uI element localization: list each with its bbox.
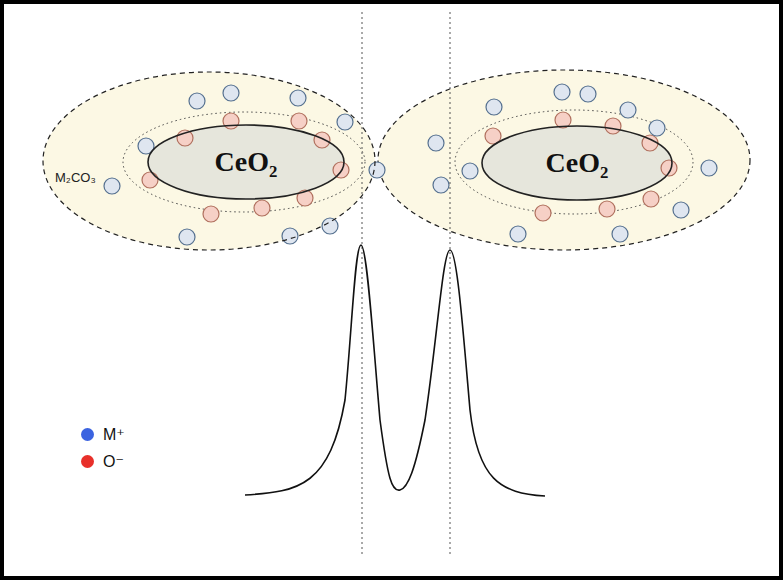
ceria-particle: CeO₂ xyxy=(148,125,344,199)
carbonate-shell xyxy=(43,72,375,250)
guide-line xyxy=(450,12,451,556)
legend-swatch xyxy=(81,428,94,441)
particle-label: CeO₂ xyxy=(546,147,609,179)
carbonate-shell-outline xyxy=(378,70,750,250)
carbonate-shell xyxy=(378,70,750,250)
profile-curve xyxy=(245,245,545,496)
legend-label: M⁺ xyxy=(103,425,125,444)
ceria-core xyxy=(482,126,672,200)
inner-layer xyxy=(123,112,365,212)
legend-entry: O⁻ xyxy=(81,452,124,471)
particle-label: CeO₂ xyxy=(215,146,278,178)
carbonate-shell: M₂CO₃ CeO₂ xyxy=(43,72,375,250)
legend-swatch xyxy=(81,455,94,468)
shell-label: M₂CO₃ xyxy=(55,170,96,185)
ceria-core xyxy=(148,125,344,199)
legend-entry: M⁺ xyxy=(81,425,125,444)
ceria-particle: CeO₂ xyxy=(482,126,672,200)
legend-label: O⁻ xyxy=(103,452,124,471)
ellipse-outline xyxy=(43,72,375,250)
cation-ions xyxy=(104,84,717,245)
oxide-ions xyxy=(142,112,677,222)
guide-line xyxy=(362,12,363,556)
inner-layer xyxy=(455,110,693,214)
